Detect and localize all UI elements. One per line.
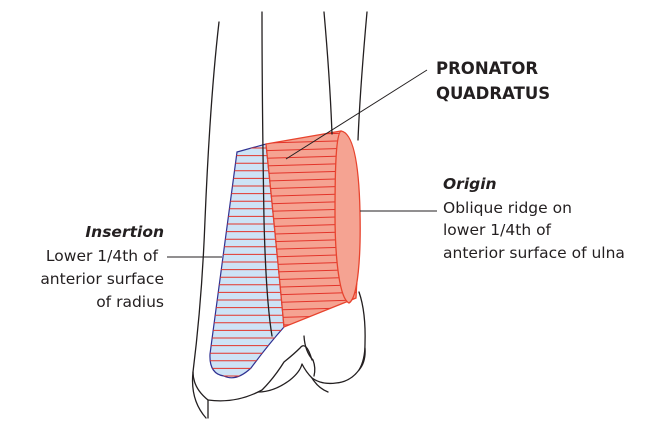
carpal-edge — [258, 364, 328, 392]
insertion-line3: of radius — [96, 292, 164, 313]
origin-line1: Oblique ridge on — [443, 198, 572, 219]
origin-heading: Origin — [443, 174, 497, 195]
origin-line2: lower 1/4th of — [443, 220, 551, 241]
muscle-name-line2: QUADRATUS — [436, 83, 550, 105]
ulna-head — [312, 348, 365, 383]
muscle-name-line1: PRONATOR — [436, 58, 538, 80]
radius-styloid — [193, 372, 206, 418]
muscle-origin-oval — [335, 131, 360, 303]
leader-muscle — [286, 70, 427, 159]
insertion-heading: Insertion — [85, 222, 164, 243]
insertion-line1: Lower 1/4th of — [46, 246, 158, 267]
ulna-lateral-border — [324, 12, 332, 134]
muscle-stripe-1 — [260, 133, 365, 136]
ulna-medial-border — [358, 12, 367, 140]
muscle-stripe-0 — [260, 125, 365, 128]
insertion-line2: anterior surface — [40, 269, 164, 290]
origin-line3: anterior surface of ulna — [443, 243, 625, 264]
